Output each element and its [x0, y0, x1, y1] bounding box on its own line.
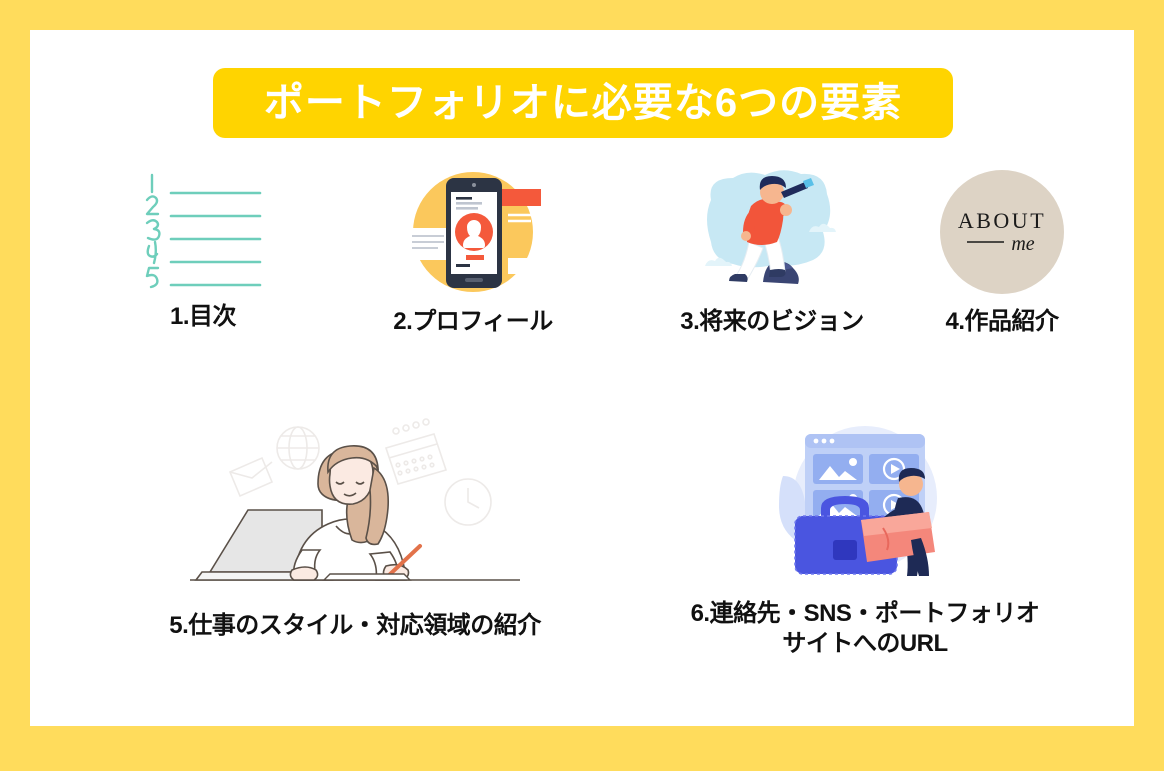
calendar-icon — [384, 418, 448, 485]
briefcase-portfolio-icon — [765, 420, 965, 585]
poster-canvas: ポートフォリオに必要な6つの要素 — [30, 30, 1134, 726]
page-title: ポートフォリオに必要な6つの要素 — [263, 81, 903, 125]
item-4-label: 4.作品紹介 — [945, 308, 1059, 335]
globe-icon — [276, 426, 320, 470]
envelope-icon — [228, 456, 274, 498]
about-me-bottom-text: me — [1011, 233, 1034, 255]
item-2: 2.プロフィール — [358, 170, 588, 337]
numbered-list-icon — [138, 170, 268, 290]
item-6-label-line2: サイトへのURL — [782, 630, 948, 657]
item-4: ABOUT me 4.作品紹介 — [902, 170, 1102, 337]
item-1-label: 1.目次 — [169, 303, 237, 330]
smartphone-profile-icon — [398, 170, 548, 295]
item-5-label: 5.仕事のスタイル・対応領域の紹介 — [169, 612, 541, 639]
title-banner: ポートフォリオに必要な6つの要素 — [213, 68, 953, 138]
item-6-label-line1: 6.連絡先・SNS・ポートフォリオ — [690, 600, 1040, 627]
item-5: 5.仕事のスタイル・対応領域の紹介 — [100, 418, 610, 641]
item-3-label: 3.将来のビジョン — [680, 308, 864, 335]
about-me-top-text: ABOUT — [958, 208, 1046, 233]
item-3: 3.将来のビジョン — [637, 170, 907, 337]
person-with-telescope-icon — [685, 170, 860, 295]
item-2-label: 2.プロフィール — [393, 308, 553, 335]
woman-at-laptop-icon — [190, 418, 520, 595]
about-me-badge-icon: ABOUT me — [937, 170, 1067, 295]
item-6: 6.連絡先・SNS・ポートフォリオ サイトへのURL — [630, 420, 1100, 659]
clock-icon — [444, 478, 492, 526]
item-1: 1.目次 — [108, 170, 298, 332]
